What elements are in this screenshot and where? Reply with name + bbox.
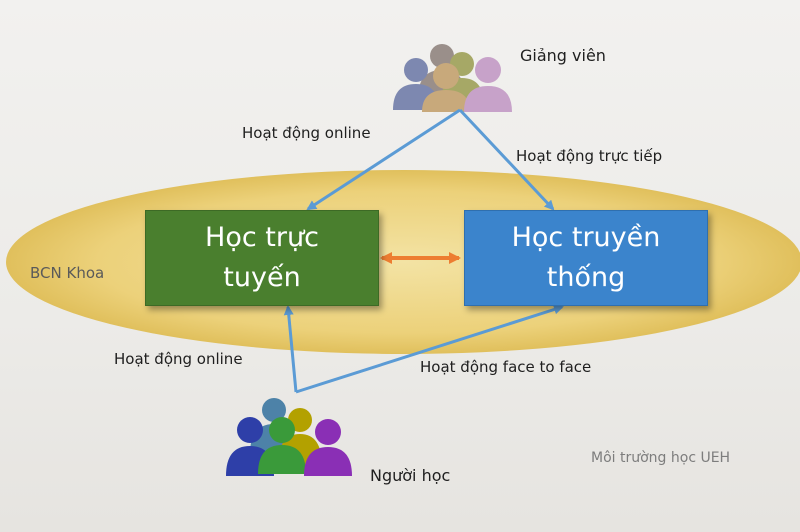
faculty-region-label: BCN Khoa [30,264,105,282]
learner-people-icon [226,398,352,476]
arrow-learner-to-online [283,305,298,393]
edge-label-lecturer-direct: Hoạt động trực tiếp [516,147,663,165]
traditional-learning-box: Học truyền thống [464,210,708,306]
edge-label-learner-f2f: Hoạt động face to face [420,358,592,376]
edge-label-learner-online: Hoạt động online [114,350,243,368]
arrow-lecturer-to-online [306,108,461,211]
traditional-box-line1: Học truyền [511,222,661,253]
environment-label: Môi trường học UEH [591,450,731,466]
arrow-learner-to-traditional [295,304,564,394]
learner-label: Người học [370,466,451,485]
online-box-line1: Học trực [205,222,319,253]
arrow-lecturer-to-traditional [458,108,555,211]
lecturer-people-icon [393,44,512,112]
online-box-line2: tuyến [223,262,301,293]
edge-label-lecturer-online: Hoạt động online [242,124,371,142]
traditional-box-line2: thống [546,262,626,293]
lecturer-label: Giảng viên [520,46,606,65]
online-learning-box: Học trực tuyến [145,210,379,306]
